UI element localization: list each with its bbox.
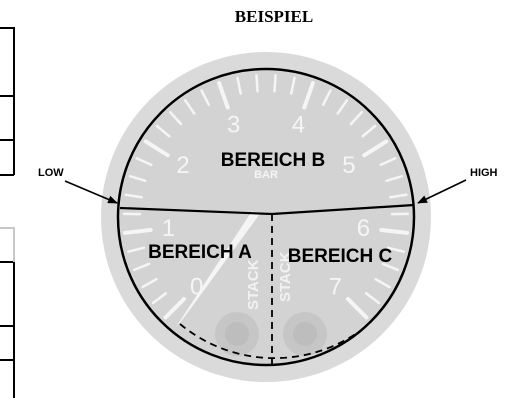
gauge-minor-tick	[200, 89, 211, 106]
gauge-major-tick	[346, 297, 369, 320]
gauge-minor-tick	[124, 193, 143, 199]
gauge-minor-tick	[273, 74, 277, 93]
gauge-minor-tick	[361, 124, 377, 138]
gauge-minor-tick	[255, 74, 259, 93]
gauge-major-tick	[122, 227, 153, 235]
gauge-minor-tick	[155, 124, 171, 138]
gauge-scale-number: 4	[292, 111, 305, 138]
gauge-ticks	[122, 74, 410, 320]
gauge-major-tick	[379, 227, 410, 235]
gauge-minor-tick	[386, 246, 405, 253]
gauge-minor-tick	[128, 174, 147, 183]
high-callout-label: HIGH	[470, 167, 498, 179]
zone-a-label: BEREICH A	[148, 242, 252, 263]
gauge-needle	[176, 211, 259, 327]
gauge-minor-tick	[183, 99, 196, 115]
gauge-scale-number: 5	[342, 152, 355, 179]
gauge-minor-tick	[168, 110, 183, 126]
high-callout-arrow	[417, 179, 467, 204]
gauge-minor-tick	[127, 246, 146, 253]
page-title: BEISPIEL	[235, 7, 313, 26]
gauge-minor-tick	[336, 99, 349, 115]
gauge-minor-tick	[141, 277, 158, 289]
gauge-minor-tick	[374, 277, 391, 289]
gauge-scale-number: 1	[162, 215, 175, 242]
gauge-minor-tick	[349, 110, 364, 126]
gauge-minor-tick	[364, 292, 381, 305]
gauge-major-tick	[302, 80, 315, 110]
gauge-major-tick	[362, 139, 389, 158]
gauge-minor-tick	[236, 76, 242, 95]
gauge-unit-label: BAR	[254, 169, 278, 181]
low-callout-label: LOW	[38, 167, 64, 179]
gauge-minor-tick	[381, 262, 400, 272]
gauge-face	[120, 71, 412, 363]
gauge-minor-tick	[151, 292, 168, 305]
gauge-bottom-arc-dashed	[179, 323, 358, 359]
gauge-major-tick	[163, 297, 186, 320]
gauge-major-tick	[143, 139, 170, 158]
gauge-brand-text-2: STACK	[277, 251, 294, 302]
gauge-major-tick	[217, 80, 230, 110]
gauge-scale-number: 6	[357, 215, 370, 242]
gauge-minor-tick	[379, 157, 397, 167]
gauge-outline	[116, 67, 416, 367]
gauge-minor-tick	[290, 76, 296, 95]
zone-c-label: BEREICH C	[288, 246, 393, 267]
gauge-brand-text: STACK	[245, 259, 262, 310]
left-table-light-fragment	[0, 227, 15, 262]
gauge-scale-number: 2	[176, 152, 189, 179]
gauge-scale-number: 7	[329, 273, 342, 300]
gauge-minor-tick	[321, 89, 332, 106]
gauge-minor-tick	[389, 193, 408, 199]
mount-boss-right-inner	[293, 322, 317, 346]
gauge-minor-tick	[385, 174, 404, 183]
zone-b-label: BEREICH B	[221, 150, 326, 171]
mount-boss-left-inner	[225, 322, 249, 346]
low-callout-arrow	[64, 180, 118, 204]
left-table-fragments	[0, 27, 15, 398]
gauge-minor-tick	[132, 262, 151, 272]
gauge-scale-number: 3	[227, 111, 240, 138]
gauge-minor-tick	[135, 157, 153, 167]
